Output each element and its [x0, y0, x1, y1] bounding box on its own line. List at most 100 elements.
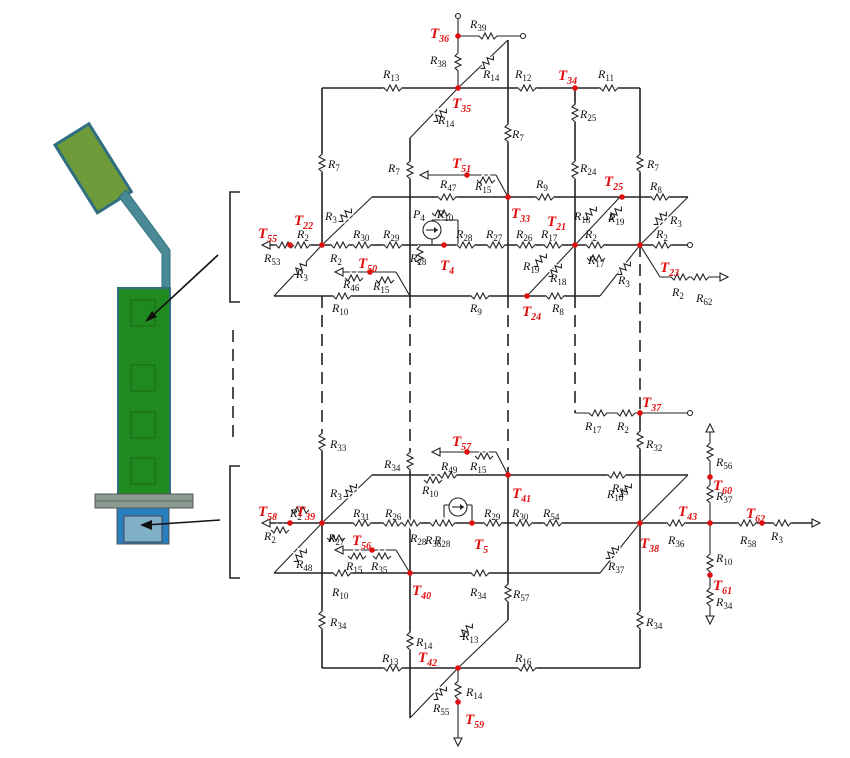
node-label-t61: T61	[713, 578, 732, 597]
resistor-label-r10: R10	[331, 585, 349, 601]
resistor-symbol-r14	[405, 631, 415, 651]
resistor-label-r15: R15	[474, 179, 492, 195]
resistor-label-r3: R3	[669, 213, 682, 229]
resistor-label-r3: R3	[770, 529, 783, 545]
resistor-label-r8: R8	[649, 179, 662, 195]
resistor-symbol-r3	[617, 261, 631, 275]
resistor-label-r25: R25	[579, 107, 597, 123]
resistor-label-r17: R17	[587, 253, 605, 269]
resistor-label-r57: R57	[512, 587, 530, 603]
resistor-label-r2: R2	[616, 419, 629, 435]
node-label-t57: T57	[452, 434, 472, 453]
resistor-symbol-r3	[343, 483, 357, 497]
resistor-symbol-r54	[543, 518, 563, 528]
resistor-symbol-r36	[436, 518, 456, 528]
resistor-symbol-r3	[653, 211, 667, 225]
resistor-label-r28: R28	[455, 227, 473, 243]
open-terminal-right-upper	[686, 241, 694, 249]
ground-arrow-bottom-t43	[705, 615, 715, 626]
resistor-label-r29: R29	[382, 227, 400, 243]
resistor-label-r34: R34	[645, 615, 663, 631]
resistor-label-r14: R14	[437, 113, 455, 129]
resistor-symbol-r19	[533, 253, 547, 267]
open-terminal-t36-top	[454, 12, 462, 20]
resistor-symbol-r17	[543, 240, 563, 250]
resistor-symbol-r10	[423, 475, 443, 485]
resistor-label-r49: R49	[440, 459, 458, 475]
ground-symbols	[260, 12, 822, 748]
resistor-symbol-r53	[275, 240, 295, 250]
resistor-symbol-r47	[437, 192, 457, 202]
resistor-label-r34: R34	[469, 585, 487, 601]
resistor-symbol-r3	[293, 261, 307, 275]
resistor-symbol-r7	[503, 123, 513, 143]
resistor-symbol-r10	[332, 291, 352, 301]
resistor-label-r34: R34	[383, 457, 401, 473]
resistor-label-r3: R3	[324, 209, 337, 225]
resistor-label-r17: R17	[584, 419, 602, 435]
resistor-symbol-r16	[517, 663, 537, 673]
node-dot-t55	[287, 242, 293, 248]
resistor-label-r15: R15	[345, 559, 363, 575]
resistor-symbol-r27	[326, 533, 346, 543]
resistor-symbol-r28	[415, 245, 425, 265]
resistor-label-r33: R33	[329, 437, 347, 453]
resistor-symbol-r31	[352, 518, 372, 528]
resistor-symbol-r35	[618, 483, 632, 497]
resistor-symbol-r15	[347, 551, 367, 561]
node-dot-t40	[407, 570, 413, 576]
resistor-label-r53: R53	[263, 251, 281, 267]
resistor-symbol-r37	[705, 484, 715, 504]
resistor-symbol-r25	[570, 103, 580, 123]
resistor-symbol-r2	[290, 505, 310, 515]
node-label-t38: T38	[640, 536, 659, 555]
ground-arrow-right-lower	[811, 518, 822, 528]
resistor-symbol-r7	[635, 153, 645, 173]
resistor-label-r7: R7	[387, 161, 400, 177]
resistor-symbol-r10	[607, 470, 627, 480]
resistor-label-r2: R2	[289, 506, 302, 522]
resistor-symbol-r29	[483, 518, 503, 528]
node-dot-t59	[455, 699, 461, 705]
node-label-t42: T42	[418, 650, 437, 669]
resistor-symbol-r9	[470, 291, 490, 301]
resistor-symbol-r30	[352, 240, 372, 250]
resistor-symbol-r32	[635, 430, 645, 450]
node-label-t43: T43	[678, 504, 697, 523]
resistor-symbol-r26	[382, 518, 402, 528]
resistor-label-r30: R30	[352, 227, 370, 243]
resistor-label-r37: R37	[607, 559, 625, 575]
resistor-symbol-r34	[317, 610, 327, 630]
node-dot-t38	[637, 520, 643, 526]
resistor-symbol-r12	[517, 83, 537, 93]
resistor-symbol-r2	[652, 240, 672, 250]
resistor-label-r39: R39	[469, 17, 487, 33]
ground-arrow-bottom-t59	[453, 737, 463, 748]
node-dot-t4	[441, 242, 447, 248]
open-terminal-t37	[686, 409, 694, 417]
node-label-t23: T23	[660, 260, 679, 279]
node-label-t41: T41	[512, 486, 531, 505]
resistor-symbol-r15	[476, 175, 496, 185]
resistor-label-r34: R34	[329, 615, 347, 631]
resistor-label-r2: R2	[329, 251, 342, 267]
resistor-label-r27: R27	[485, 227, 503, 243]
resistor-label-r47: R47	[439, 177, 457, 193]
resistor-symbol-r3	[772, 518, 792, 528]
node-label-t33: T33	[511, 206, 530, 225]
resistor-label-r10: R10	[421, 483, 439, 499]
resistor-label-r14: R14	[482, 67, 500, 83]
resistor-symbol-r62	[690, 272, 710, 282]
resistor-label-r2: R2	[655, 227, 668, 243]
resistor-symbol-r7	[405, 160, 415, 180]
board-chip	[130, 457, 156, 485]
resistor-label-r10: R10	[436, 207, 454, 223]
resistor-symbols	[269, 28, 793, 702]
node-dot-t61	[707, 572, 713, 578]
resistor-label-r58: R58	[739, 533, 757, 549]
board-chip	[130, 364, 156, 392]
resistor-label-r3: R3	[617, 273, 630, 289]
resistor-symbol-r55	[433, 686, 447, 700]
resistor-label-r34: R34	[715, 595, 733, 611]
resistor-symbol-r34	[705, 587, 715, 607]
